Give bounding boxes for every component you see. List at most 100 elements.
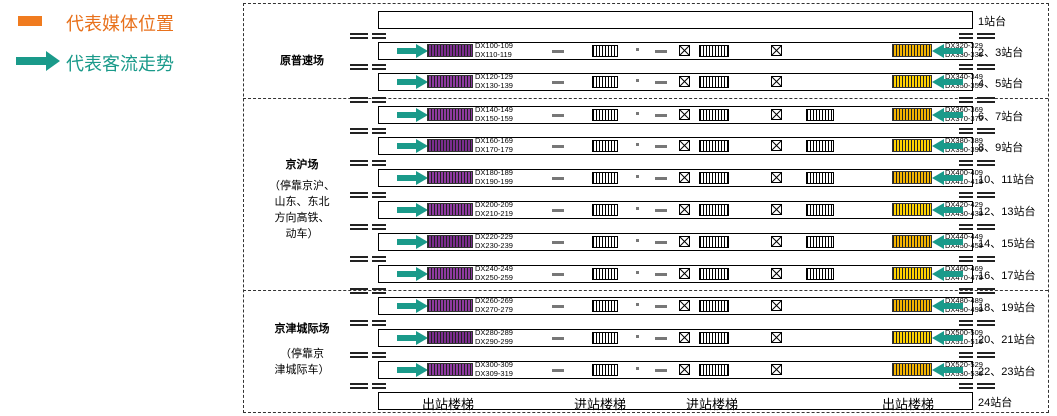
media-position-left — [427, 171, 473, 184]
stair-icon — [806, 204, 834, 216]
flow-arrow-left-icon — [932, 171, 963, 185]
media-code-left-2: DX150-159 — [475, 114, 513, 123]
track-segment — [350, 64, 368, 66]
track-segment — [350, 352, 368, 354]
platform-label: 6、7站台 — [978, 111, 1024, 123]
column-marker — [655, 50, 667, 53]
elevator-icon — [679, 109, 690, 120]
column-marker — [552, 241, 564, 244]
media-code-right-2: DX530-539 — [945, 369, 983, 378]
media-position-right — [892, 44, 932, 57]
flow-arrow-right-icon — [397, 203, 428, 217]
track-segment — [977, 37, 995, 39]
section-divider — [243, 290, 1048, 291]
section-note-jinghu: （停靠京沪、 山东、东北 方向高铁、 动车） — [269, 180, 335, 240]
platform-label: 14、15站台 — [978, 238, 1036, 250]
media-code-right-1: DX480-489 — [945, 296, 983, 305]
flow-arrow-right-icon — [397, 44, 428, 58]
track-segment — [959, 101, 973, 103]
track-segment — [350, 383, 368, 385]
track-segment — [350, 37, 368, 39]
section-divider — [243, 98, 1048, 99]
track-segment — [372, 320, 386, 322]
stair-icon — [592, 364, 618, 376]
media-position-left — [427, 75, 473, 88]
stair-icon — [592, 76, 618, 88]
flow-arrow-left-icon — [932, 108, 963, 122]
media-code-left-1: DX180-189 — [475, 168, 513, 177]
column-marker — [636, 143, 639, 146]
stair-icon — [699, 109, 729, 121]
stair-icon — [699, 140, 729, 152]
platform-label: 10、11站台 — [978, 174, 1035, 186]
stair-icon — [592, 204, 618, 216]
exit-stairs-right-label: 出站楼梯 — [882, 397, 935, 412]
column-marker — [636, 367, 639, 370]
column-marker — [655, 369, 667, 372]
column-marker — [655, 337, 667, 340]
elevator-icon — [771, 332, 782, 343]
media-code-left-2: DX309-319 — [475, 369, 513, 378]
column-marker — [655, 145, 667, 148]
track-segment — [350, 33, 368, 35]
flow-arrow-right-icon — [397, 75, 428, 89]
flow-arrow-left-icon — [932, 75, 963, 89]
track-segment — [977, 292, 995, 294]
track-segment — [350, 196, 368, 198]
column-marker — [655, 177, 667, 180]
media-position-left — [427, 44, 473, 57]
entry-stairs-2-label: 进站楼梯 — [686, 397, 739, 412]
stair-icon — [806, 268, 834, 280]
column-marker — [636, 48, 639, 51]
media-code-right-1: DX340-349 — [945, 72, 983, 81]
platform-row — [378, 42, 973, 60]
media-code-right-2: DX470-479 — [945, 273, 983, 282]
elevator-icon — [771, 109, 782, 120]
elevator-icon — [679, 76, 690, 87]
track-segment — [959, 256, 973, 258]
column-marker — [552, 273, 564, 276]
media-code-right-2: DX430-439 — [945, 209, 983, 218]
media-position-left — [427, 267, 473, 280]
media-position-left — [427, 108, 473, 121]
track-segment — [977, 356, 995, 358]
media-position-left — [427, 139, 473, 152]
stair-icon — [699, 300, 729, 312]
track-segment — [372, 383, 386, 385]
track-segment — [372, 37, 386, 39]
track-segment — [372, 164, 386, 166]
elevator-icon — [679, 140, 690, 151]
media-code-left-2: DX270-279 — [475, 305, 513, 314]
media-code-left-1: DX120-129 — [475, 72, 513, 81]
track-segment — [372, 64, 386, 66]
media-code-right-2: DX330-339 — [945, 50, 983, 59]
column-marker — [636, 271, 639, 274]
track-segment — [350, 324, 368, 326]
media-code-right-2: DX350-359 — [945, 81, 983, 90]
flow-legend-arrow-icon — [16, 51, 60, 71]
flow-legend-label: 代表客流走势 — [66, 54, 174, 74]
column-marker — [552, 50, 564, 53]
track-segment — [372, 228, 386, 230]
station-frame — [243, 3, 1049, 413]
track-segment — [959, 37, 973, 39]
platform-label: 24站台 — [978, 397, 1013, 409]
media-position-right — [892, 331, 932, 344]
platform-row — [378, 361, 973, 379]
platform-label: 4、5站台 — [978, 78, 1024, 90]
track-segment — [350, 164, 368, 166]
elevator-icon — [771, 204, 782, 215]
flow-arrow-right-icon — [397, 331, 428, 345]
elevator-icon — [771, 268, 782, 279]
track-segment — [959, 196, 973, 198]
column-marker — [655, 305, 667, 308]
media-code-left-2: DX250-259 — [475, 273, 513, 282]
track-segment — [372, 260, 386, 262]
section-note-jingjin: （停靠京 津城际车） — [274, 348, 330, 376]
stair-icon — [592, 300, 618, 312]
track-segment — [350, 160, 368, 162]
elevator-icon — [679, 364, 690, 375]
media-position-right — [892, 235, 932, 248]
media-code-left-1: DX300-309 — [475, 360, 513, 369]
media-code-left-1: DX280-289 — [475, 328, 513, 337]
